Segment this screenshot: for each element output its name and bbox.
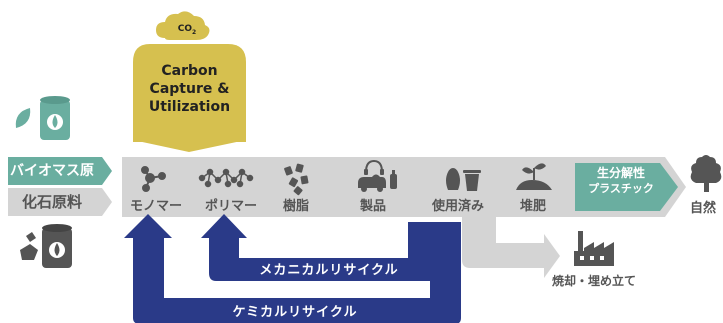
- compost-icon: [516, 163, 552, 190]
- bio-source-label: バイオマス原: [10, 163, 94, 179]
- co2-label: CO2: [177, 24, 197, 36]
- product-label: 製品: [360, 199, 387, 214]
- used-waste-icon: [446, 168, 481, 191]
- mechanical-recycle-label: メカニカルリサイクル: [259, 263, 399, 278]
- factory-icon: [574, 231, 614, 266]
- compost-label: 堆肥: [520, 199, 547, 214]
- ccu-line1: Carbon: [161, 63, 218, 79]
- ccu-title: Carbon Capture & Utilization: [133, 62, 246, 116]
- mechanical-loop-head: [201, 214, 247, 238]
- nature-label: 自然: [690, 201, 717, 216]
- resin-icon: [284, 163, 309, 196]
- product-icon: [358, 159, 397, 192]
- bio-drum-icon: [15, 96, 70, 140]
- chemical-recycle-label: ケミカルリサイクル: [232, 305, 358, 320]
- incineration-branch: [462, 217, 545, 268]
- monomer-label: モノマー: [130, 199, 183, 214]
- polymer-label: ポリマー: [205, 199, 258, 214]
- ccu-pillar: [133, 44, 246, 142]
- ccu-line3: Utilization: [148, 99, 231, 115]
- main-flow-band: [122, 157, 570, 217]
- resin-label: 樹脂: [283, 199, 310, 214]
- chemical-loop: [133, 222, 461, 323]
- bio-source-tab: [8, 157, 112, 185]
- mechanical-loop: [209, 222, 436, 281]
- biodegradable-label: 生分解性 プラスチック: [580, 165, 662, 197]
- biodegradable-line1: 生分解性: [596, 166, 645, 180]
- incineration-branch-head: [544, 234, 560, 278]
- monomer-icon: [141, 166, 166, 192]
- biodegradable-line2: プラスチック: [588, 182, 654, 195]
- fossil-source-tab: [8, 188, 112, 216]
- biodegradable-arrow: [575, 163, 678, 211]
- fossil-drum-icon: [20, 224, 72, 268]
- co2-cloud-shape: [156, 11, 210, 40]
- chemical-loop-head: [124, 214, 172, 238]
- ccu-line2: Capture &: [149, 81, 230, 97]
- tree-icon: [690, 155, 722, 192]
- fossil-source-label: 化石原料: [22, 193, 83, 211]
- incineration-label: 焼却・埋め立て: [552, 274, 637, 288]
- polymer-icon: [198, 168, 254, 188]
- used-label: 使用済み: [432, 199, 485, 214]
- ccu-arrow-head: [133, 140, 246, 152]
